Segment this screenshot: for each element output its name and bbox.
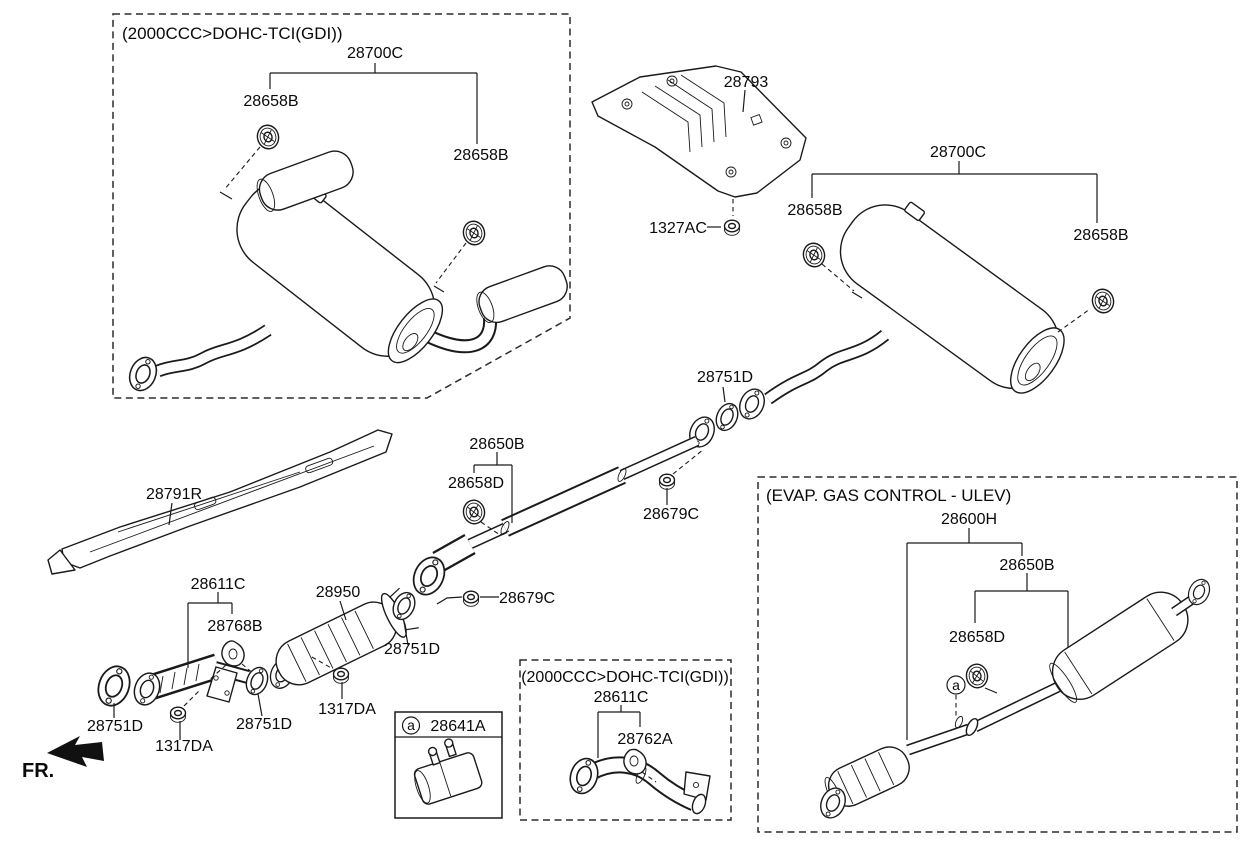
center-pipe-drawing [406,435,700,601]
callout-bracket-28611c-variant [597,705,641,758]
leader-28751d-cat [403,621,409,646]
evap-marker-a: a [952,677,960,693]
part-label-28762a[interactable]: 28762A [617,731,672,748]
callout-marker-a: a [407,717,415,733]
part-label-28751d-front[interactable]: 28751D [87,718,143,735]
variant-title-top-left: (2000CCC>DOHC-TCI(GDI)) [122,24,343,43]
nut-1317da-right [332,667,350,684]
fr-arrow-icon [47,736,104,767]
part-label-28658d-evap[interactable]: 28658D [949,629,1005,646]
nut-28679c-lower [462,590,480,607]
part-label-1317da-left[interactable]: 1317DA [155,738,213,755]
leader-1317da-left [183,690,200,707]
clamp-drawing [413,738,483,805]
muffler-drawing-top-left [124,150,568,396]
flange-28751d-front [92,661,136,711]
part-label-28700c-right[interactable]: 28700C [930,144,986,161]
part-label-28650b[interactable]: 28650B [469,436,524,453]
marker-a-circle [401,716,421,735]
part-label-28611c-variant[interactable]: 28611C [594,689,649,706]
front-pipe-drawing [92,653,299,711]
evap-box-title: (EVAP. GAS CONTROL - ULEV) [766,486,1011,505]
callout-bracket-28611c [187,592,233,668]
leader-28658b-tr2 [1057,308,1091,333]
nut-1327ac [723,219,741,237]
part-label-28793[interactable]: 28793 [724,74,769,91]
part-label-28700c-left[interactable]: 28700C [347,45,403,62]
callout-bracket-28650b [473,452,513,523]
part-label-28650b-evap[interactable]: 28650B [999,557,1054,574]
fr-label: FR. [22,760,54,782]
gasket-28751d-upper [711,399,743,435]
callout-bracket-28600h [906,528,1023,740]
part-label-28679c-lower[interactable]: 28679C [499,590,555,607]
leader-28658d [480,521,501,536]
callout-bracket-28700c-right [811,161,1098,223]
fr-direction-indicator [47,736,104,767]
part-label-28658b-tr1[interactable]: 28658B [787,202,842,219]
variant-box-bottom [519,659,732,821]
part-label-28611c[interactable]: 28611C [191,576,246,593]
hanger-rod-28658d-evap [984,687,998,694]
evap-muffler-drawing [815,575,1215,823]
clamp-tick-evap [954,715,964,729]
inlet-flange-tl [124,352,162,396]
part-label-28658b-tr2[interactable]: 28658B [1073,227,1128,244]
hanger-insulator-28658b-tl2 [460,218,488,248]
part-label-28641a[interactable]: 28641A [430,718,485,735]
flange-rear-pipe [734,384,770,424]
heat-shield-rear-drawing [591,65,807,198]
part-label-28658d[interactable]: 28658D [448,475,504,492]
hanger-insulator-28658d [460,497,488,527]
callout-box-a [394,711,503,819]
leader-28658b-tl1 [223,146,261,191]
hanger-insulator-28658b-tl1 [254,122,282,152]
muffler-drawing-top-right [764,201,1065,405]
leader-28658b-tr1 [821,263,855,292]
leader-1317da-right [311,656,334,670]
part-label-1327ac[interactable]: 1327AC [649,220,707,237]
callout-bracket-28650b-evap [974,573,1069,654]
part-label-28751d-midfront[interactable]: 28751D [236,716,292,733]
variant-title-bottom: (2000CCC>DOHC-TCI(GDI)) [521,669,729,686]
leader-28751d-upper [722,386,726,403]
leader-28950 [339,600,347,621]
part-label-28751d-upper[interactable]: 28751D [697,369,753,386]
part-label-1317da-right[interactable]: 1317DA [318,701,376,718]
hanger-bracket-28762a [623,748,657,783]
part-label-28768b[interactable]: 28768B [207,618,262,635]
gasket-28751d-midfront [241,663,273,699]
part-label-28679c-upper[interactable]: 28679C [643,506,699,523]
hanger-insulator-28658d-evap [963,661,991,691]
evap-box [757,476,1238,833]
hanger-rod-28658d [499,530,510,536]
leader-28679c-upper [672,448,705,475]
nut-1317da-left [169,706,187,723]
part-label-28658b-tl2[interactable]: 28658B [453,147,508,164]
heat-shield-front-drawing [47,429,393,575]
hanger-bracket-28768b [206,640,255,683]
leader-28751d-midfront [257,693,263,717]
callout-bracket-28700c-left [269,63,478,144]
variant-box-top-left [112,13,571,399]
part-label-28658b-tl1[interactable]: 28658B [243,93,298,110]
nut-28679c-upper [658,473,676,490]
leader-28679c-lower [436,596,499,605]
part-label-28791r[interactable]: 28791R [146,486,202,503]
variant-front-pipe-drawing [565,754,711,815]
part-label-28950[interactable]: 28950 [316,584,361,601]
marker-a-circle-evap [946,675,966,695]
hanger-insulator-28658b-tr2 [1089,286,1117,316]
part-label-28751d-cat[interactable]: 28751D [384,641,440,658]
part-label-28600h[interactable]: 28600H [941,511,997,528]
leader-28658b-tl2 [435,242,467,284]
